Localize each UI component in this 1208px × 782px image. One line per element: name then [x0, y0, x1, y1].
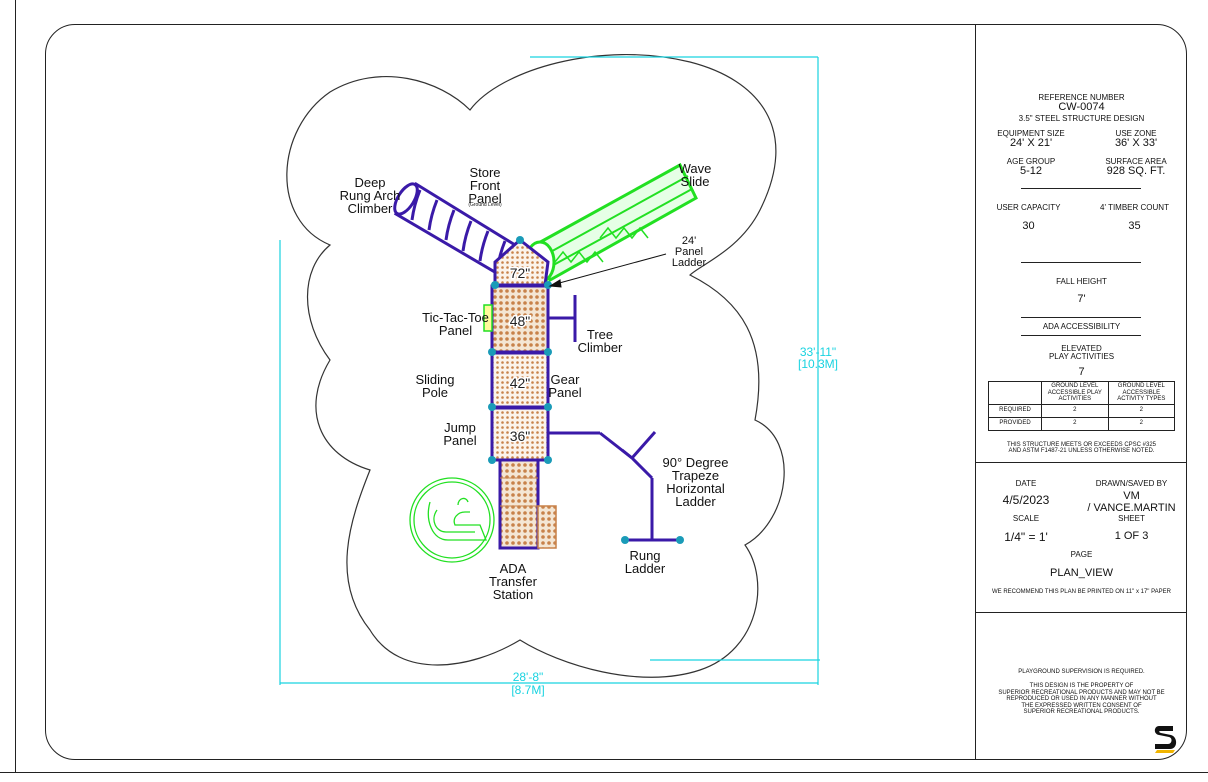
table-head-activities: GROUND LEVEL ACCESSIBLE PLAY ACTIVITIES [1041, 381, 1109, 405]
label-sliding-pole: Sliding Pole [415, 372, 455, 400]
surface-area-label: SURFACE AREA [1105, 157, 1167, 166]
sheet-label: SHEET [1118, 514, 1145, 523]
dim-height-m: [10.3M] [797, 357, 839, 371]
sheet-value: 1 OF 3 [1114, 530, 1149, 542]
label-tree-climber: Tree Climber [577, 327, 623, 355]
provided-label: PROVIDED [988, 416, 1042, 431]
dim-height-ft: 33'-11" [799, 345, 837, 359]
deck-label-48: 48" [510, 313, 531, 329]
ref-label: REFERENCE NUMBER [1038, 93, 1125, 102]
equipment-size-label: EQUIPMENT SIZE [997, 129, 1065, 138]
elevated-label: ELEVATED PLAY ACTIVITIES [1048, 344, 1115, 361]
provided-types: 2 [1107, 416, 1176, 431]
page-value: PLAN_VIEW [1050, 567, 1113, 579]
label-ada-transfer-station: ADA Transfer Station [489, 561, 537, 602]
dim-width-m: [8.7M] [511, 683, 545, 697]
tic-tac-toe-panel-shape [483, 304, 493, 332]
rule [1021, 317, 1141, 318]
section-divider [976, 462, 1187, 463]
required-types: 2 [1107, 403, 1176, 418]
age-group-label: AGE GROUP [1006, 157, 1056, 166]
surface-area-value: 928 SQ. FT. [1106, 165, 1166, 177]
print-note: WE RECOMMEND THIS PLAN BE PRINTED ON 11"… [992, 589, 1171, 595]
user-capacity-label: USER CAPACITY [996, 203, 1061, 212]
table-head-types: GROUND LEVEL ACCESSIBLE ACTIVITY TYPES [1107, 381, 1176, 405]
deck-48 [490, 284, 550, 354]
deck-label-72: 72" [510, 265, 531, 281]
use-zone-value: 36' X 33' [1114, 137, 1158, 149]
sheet-left-border [15, 0, 16, 772]
ada-accessibility-label: ADA ACCESSIBILITY [1042, 322, 1121, 331]
label-trapeze-horizontal-ladder: 90° Degree Trapeze Horizontal Ladder [662, 455, 729, 509]
section-divider [976, 612, 1187, 613]
page-label: PAGE [1070, 550, 1093, 559]
supervision-note: PLAYGROUND SUPERVISION IS REQUIRED. [1018, 669, 1145, 675]
user-capacity-value: 30 [1022, 220, 1035, 232]
tree-climber [548, 295, 577, 342]
label-gear-panel: Gear Panel [548, 372, 582, 400]
label-jump-panel: Jump Panel [443, 420, 477, 448]
title-block: REFERENCE NUMBER CW-0074 3.5" STEEL STRU… [976, 24, 1187, 760]
fall-height-value: 7' [1077, 293, 1086, 305]
rule [1021, 188, 1141, 189]
equipment-size-value: 24' X 21' [1009, 137, 1053, 149]
sheet-bottom-border [0, 772, 1208, 773]
label-store-front-panel: Store Front Panel [468, 165, 502, 206]
date-value: 4/5/2023 [1002, 493, 1050, 507]
plan-view-drawing: 72" 48" 42" 36" [279, 53, 820, 685]
structure-posts [488, 236, 684, 544]
dim-width-ft: 28'-8" [512, 670, 544, 684]
rule [1021, 262, 1141, 263]
scale-label: SCALE [1012, 514, 1040, 523]
required-label: REQUIRED [988, 403, 1042, 418]
dimension-lines [279, 56, 820, 685]
elevated-value: 7 [1078, 366, 1085, 378]
timber-count-label: 4' TIMBER COUNT [1100, 203, 1169, 212]
accessibility-table: GROUND LEVEL ACCESSIBLE PLAY ACTIVITIES … [988, 381, 1176, 431]
label-ground-level: (Ground Level) [468, 202, 502, 208]
label-rung-ladder: Rung Ladder [624, 548, 666, 576]
label-panel-ladder: 24' Panel Ladder [671, 235, 707, 269]
drawing-frame [45, 24, 1187, 760]
panel-ladder-leader [548, 253, 667, 288]
use-zone-label: USE ZONE [1115, 129, 1157, 138]
label-wave-slide: Wave Slide [678, 161, 712, 189]
drawn-by-label: DRAWN/SAVED BY [1095, 479, 1168, 488]
fall-height-label: FALL HEIGHT [1056, 277, 1107, 286]
label-tic-tac-toe-panel: Tic-Tac-Toe Panel [422, 310, 489, 338]
provided-activities: 2 [1041, 416, 1109, 431]
trapeze-horizontal-ladder [548, 431, 680, 542]
deck-label-42: 42" [510, 375, 531, 391]
titleblock-divider [975, 24, 976, 760]
deck-label-36: 36" [510, 428, 531, 444]
scale-value: 1/4" = 1' [1004, 530, 1048, 544]
ref-value: CW-0074 [1058, 101, 1105, 113]
label-deep-rung-arch-climber: Deep Rung Arch Climber [339, 175, 401, 216]
drawn-by-value: VM / VANCE.MARTIN [1087, 490, 1176, 515]
property-note: THIS DESIGN IS THE PROPERTY OF SUPERIOR … [998, 683, 1165, 716]
superior-s-logo [1154, 726, 1177, 753]
date-label: DATE [1015, 479, 1037, 488]
timber-count-value: 35 [1128, 220, 1141, 232]
wheelchair-icon [409, 477, 495, 563]
rule [1021, 335, 1141, 336]
age-group-value: 5-12 [1019, 165, 1043, 177]
design-type: 3.5" STEEL STRUCTURE DESIGN [1018, 114, 1145, 123]
ada-transfer-station [498, 458, 557, 550]
compliance-note: THIS STRUCTURE MEETS OR EXCEEDS CPSC #32… [1006, 442, 1157, 454]
required-activities: 2 [1041, 403, 1109, 418]
